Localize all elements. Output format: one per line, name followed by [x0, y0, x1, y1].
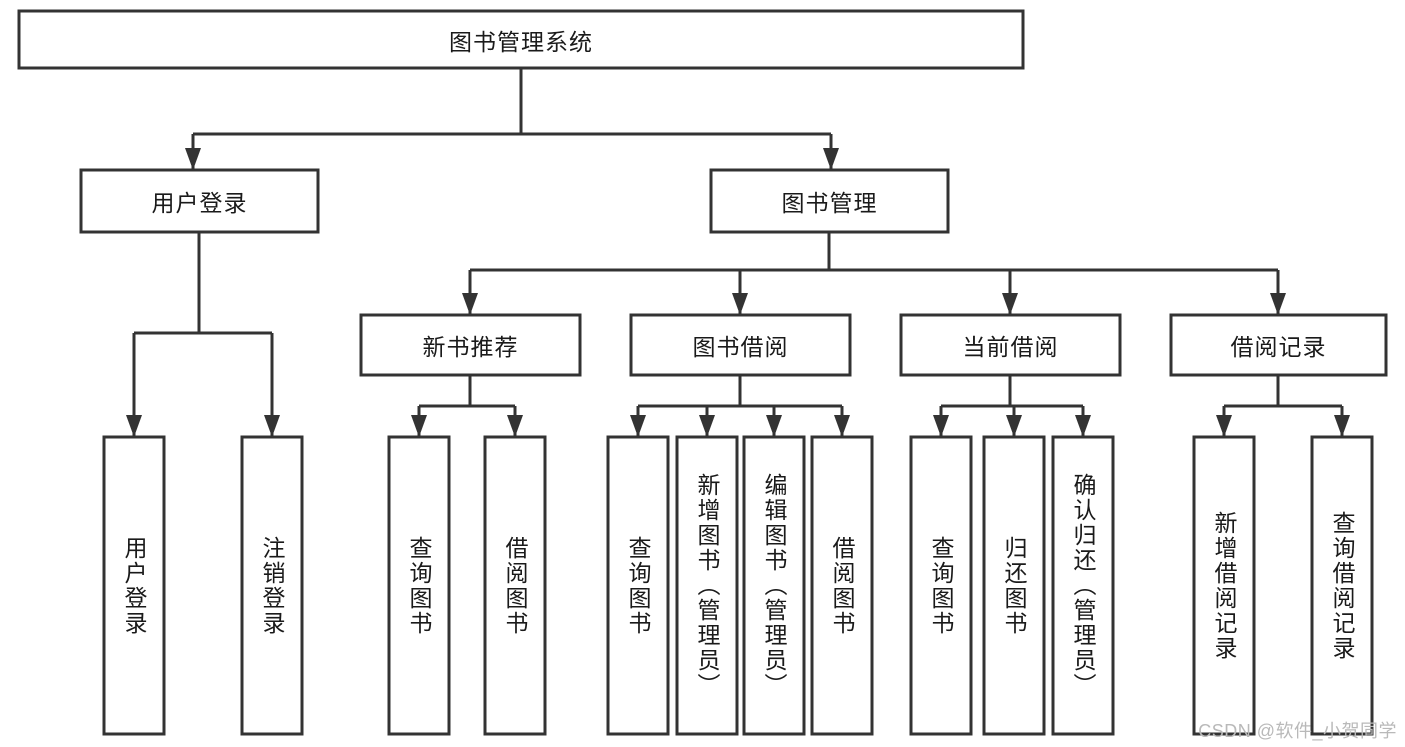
node-box-root[interactable]: [17, 9, 1025, 70]
arrow-head-icon: [933, 415, 949, 437]
arrow-head-icon: [766, 415, 782, 437]
edges-layer: [126, 68, 1350, 437]
node-box-leaf-logout[interactable]: [240, 435, 304, 736]
arrow-head-icon: [126, 415, 142, 437]
arrow-head-icon: [823, 148, 839, 170]
arrow-head-icon: [732, 293, 748, 315]
node-box-current-borrow[interactable]: [899, 313, 1122, 377]
node-box-leaf-add-borrow-record[interactable]: [1192, 435, 1256, 736]
arrow-head-icon: [1075, 415, 1091, 437]
node-box-user-login[interactable]: [79, 168, 320, 234]
arrow-head-icon: [411, 415, 427, 437]
arrow-head-icon: [1216, 415, 1232, 437]
node-box-leaf-return-book[interactable]: [982, 435, 1046, 736]
node-box-leaf-add-book[interactable]: [675, 435, 739, 736]
node-box-new-book-recommend[interactable]: [359, 313, 582, 377]
node-box-leaf-borrow-book-recommend[interactable]: [483, 435, 547, 736]
arrow-head-icon: [1270, 293, 1286, 315]
node-box-leaf-edit-book[interactable]: [742, 435, 806, 736]
boxes-layer: [17, 9, 1388, 736]
arrow-head-icon: [507, 415, 523, 437]
node-box-book-borrow[interactable]: [629, 313, 852, 377]
node-box-leaf-borrow-book[interactable]: [810, 435, 874, 736]
arrow-head-icon: [1006, 415, 1022, 437]
arrow-head-icon: [1002, 293, 1018, 315]
arrow-head-icon: [630, 415, 646, 437]
arrow-head-icon: [1334, 415, 1350, 437]
node-box-leaf-query-book-borrow[interactable]: [606, 435, 670, 736]
arrow-head-icon: [185, 148, 201, 170]
node-box-leaf-user-login[interactable]: [102, 435, 166, 736]
node-box-leaf-query-borrow-record[interactable]: [1310, 435, 1374, 736]
arrow-head-icon: [462, 293, 478, 315]
csdn-watermark: CSDN @软件_小贺同学: [1198, 721, 1397, 741]
node-box-leaf-confirm-return[interactable]: [1051, 435, 1115, 736]
arrow-head-icon: [264, 415, 280, 437]
node-box-leaf-query-book-current[interactable]: [909, 435, 973, 736]
arrow-head-icon: [834, 415, 850, 437]
arrow-head-icon: [699, 415, 715, 437]
node-box-borrow-record[interactable]: [1169, 313, 1388, 377]
node-box-leaf-query-book-recommend[interactable]: [387, 435, 451, 736]
node-box-book-management[interactable]: [709, 168, 950, 234]
